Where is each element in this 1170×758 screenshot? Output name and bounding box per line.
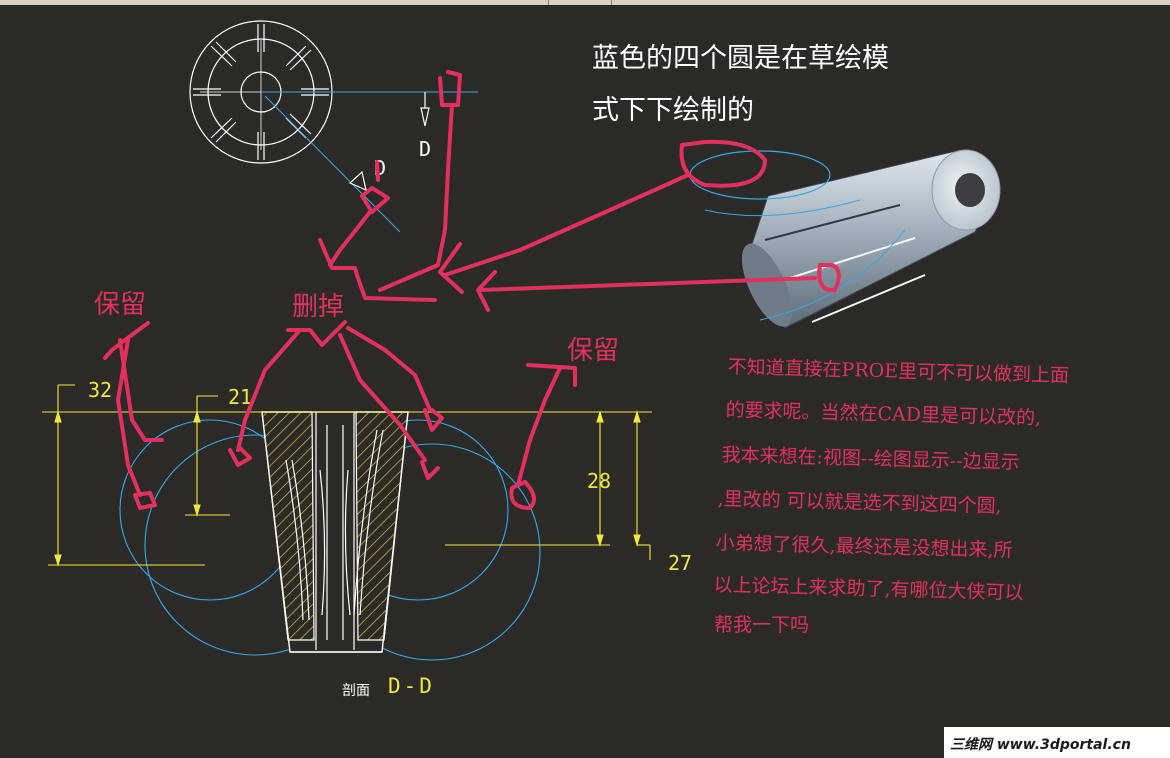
end-view (189, 20, 478, 233)
delete-label: 删掉 (292, 292, 345, 322)
top-note-line-1: 蓝色的四个圆是在草绘模 (592, 43, 889, 74)
dimension-21: 21 (228, 385, 252, 409)
cad-drawing-canvas: D D (42, 20, 1001, 661)
dimension-28: 28 (587, 469, 611, 493)
keep-label-right: 保留 (567, 336, 620, 366)
section-prefix: 剖面 (342, 683, 370, 699)
top-note-line-2: 式下下绘制的 (592, 95, 754, 126)
section-view (42, 384, 652, 661)
watermark-text: 三维网 www.3dportal.cn (950, 737, 1131, 753)
window-tab (548, 0, 612, 5)
view-label-top: D (419, 137, 431, 161)
window-top-strip (0, 0, 1170, 5)
watermark-box: 三维网 www.3dportal.cn (944, 727, 1170, 758)
dimension-32: 32 (88, 378, 112, 402)
dimension-27: 27 (668, 551, 692, 575)
red-markup (103, 70, 841, 510)
explanation-line-7: 帮我一下吗 (714, 614, 810, 636)
3d-collet-model (689, 149, 1001, 329)
keep-label-left: 保留 (94, 290, 147, 320)
section-label: D-D (388, 674, 435, 698)
